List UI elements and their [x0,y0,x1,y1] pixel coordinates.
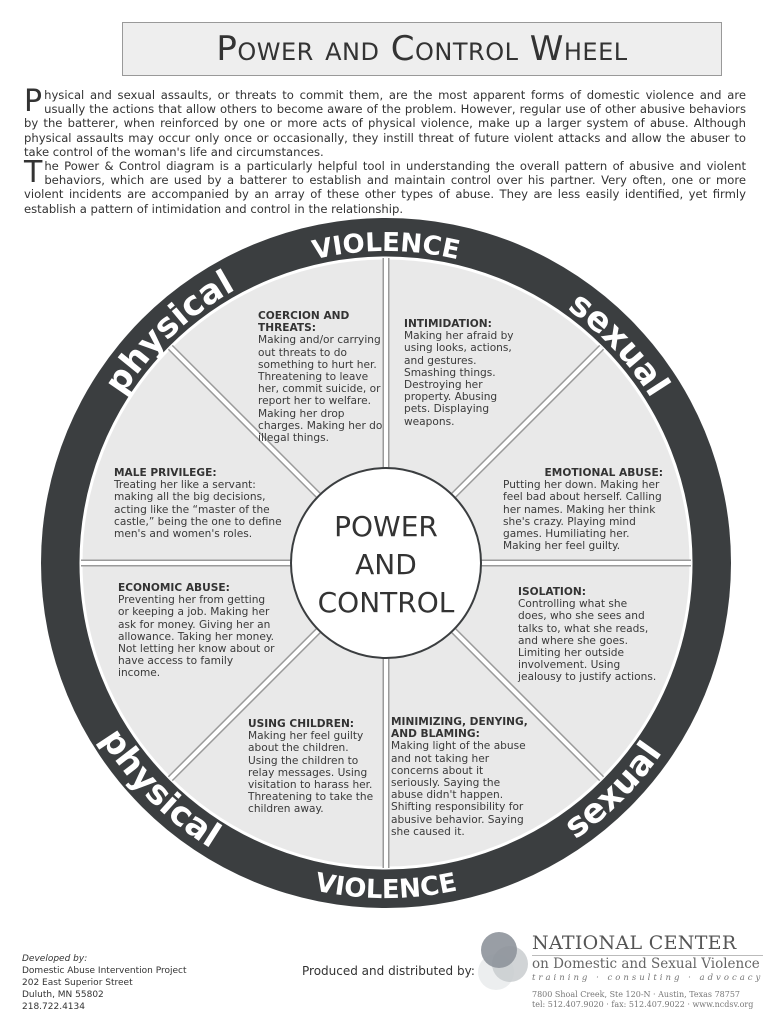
center-word: AND [355,548,417,581]
produced-by-label: Produced and distributed by: [302,964,475,978]
title-banner: Power and Control Wheel [122,22,722,76]
wedge-isolation: ISOLATION:Controlling what she does, who… [518,586,657,684]
ncdsv-logo-icon [478,932,528,990]
wedge-minimizing: MINIMIZING, DENYING, AND BLAMING:Making … [391,716,528,838]
center-word: CONTROL [317,586,455,619]
wedge-emotional-abuse: EMOTIONAL ABUSE:Putting her down. Making… [503,467,663,553]
wheel-spoke [168,628,321,781]
developer-info: Developed by: Domestic Abuse Interventio… [22,954,187,1012]
wedge-male-privilege: MALE PRIVILEGE:Treating her like a serva… [114,467,282,541]
wheel-spoke [168,345,321,498]
wheel-spokes [81,258,691,868]
center-word: POWER [334,510,438,543]
page-title: Power and Control Wheel [216,29,628,69]
wheel-spoke [451,345,604,498]
wedge-coercion: COERCION AND THREATS:Making and/or carry… [258,310,383,445]
wedge-intimidation: INTIMIDATION:Making her afraid by using … [404,318,514,428]
hub-circle [290,467,482,659]
wedge-using-children: USING CHILDREN:Making her feel guilty ab… [248,718,374,816]
ncdsv-info: NATIONAL CENTER on Domestic and Sexual V… [532,932,764,1009]
wheel-spoke [451,628,604,781]
center-label: POWER AND CONTROL [292,508,480,622]
wedge-economic-abuse: ECONOMIC ABUSE:Preventing her from getti… [118,582,275,680]
